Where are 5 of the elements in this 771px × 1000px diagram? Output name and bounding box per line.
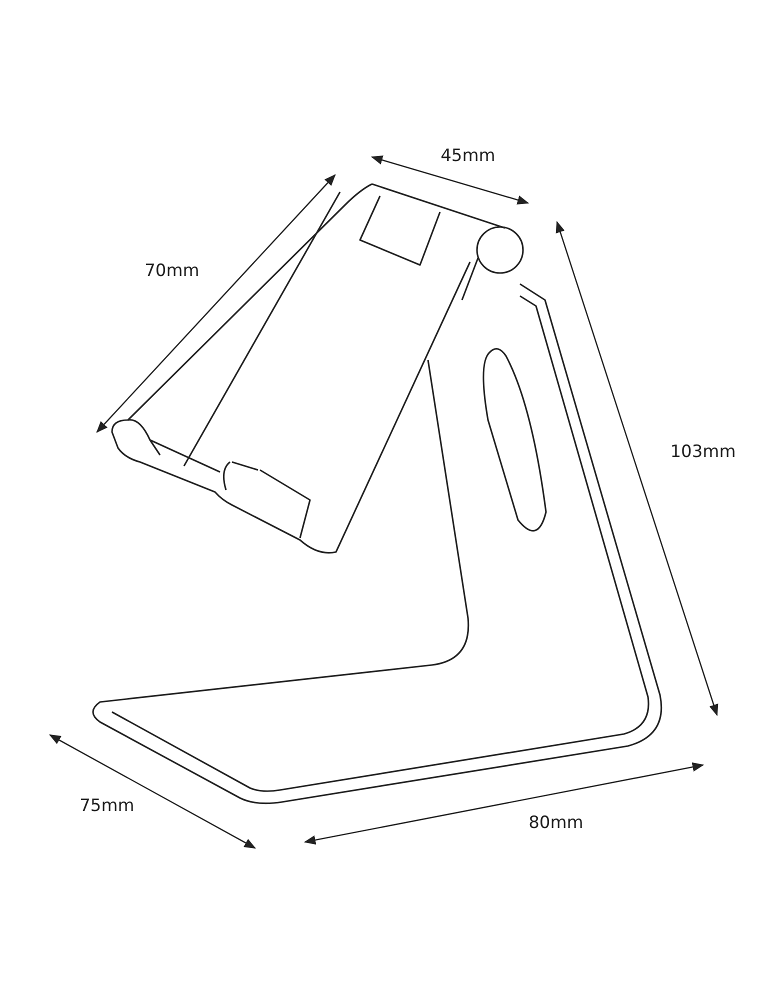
dimension-label: 70mm <box>144 261 200 281</box>
dimension-label: 45mm <box>440 146 496 166</box>
dimension-label: 80mm <box>528 813 584 833</box>
dimension-label: 75mm <box>80 796 134 816</box>
dimension-label: 103mm <box>670 442 736 462</box>
